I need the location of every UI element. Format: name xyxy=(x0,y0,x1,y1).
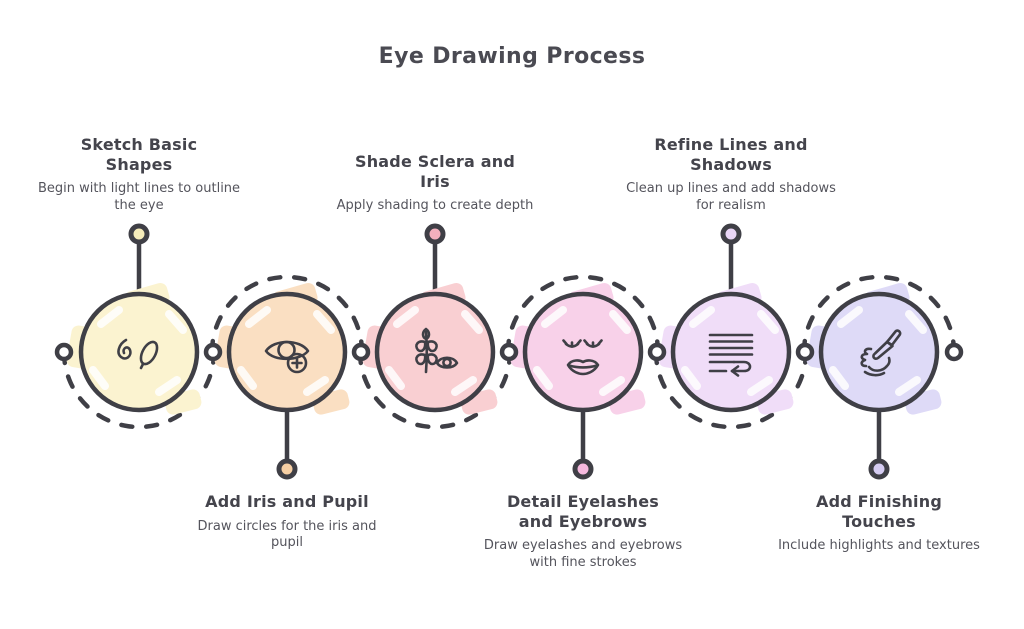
step-title: Shade Sclera and Iris xyxy=(354,152,516,191)
dashed-arc xyxy=(61,349,217,430)
eye-plus-icon xyxy=(264,340,310,374)
step-1-node xyxy=(61,223,217,430)
step-title: Sketch Basic Shapes xyxy=(80,135,198,174)
step-6-label: Add Finishing Touches Include highlights… xyxy=(764,492,994,555)
dashed-arc xyxy=(209,274,365,355)
step-title: Detail Eyelashes and Eyebrows xyxy=(506,492,660,531)
dashed-arc xyxy=(505,274,661,355)
step-4-label: Detail Eyelashes and Eyebrows Draw eyela… xyxy=(468,492,698,572)
junction-ring xyxy=(203,342,223,362)
closed-eyes-lips-icon xyxy=(562,339,603,376)
lines-return-arrow-icon xyxy=(708,333,754,377)
dashed-arc xyxy=(653,349,809,430)
connector-dot xyxy=(720,223,742,245)
highlight-streaks xyxy=(237,306,335,396)
step-5-node xyxy=(653,223,809,430)
step-title: Add Finishing Touches xyxy=(816,492,942,531)
step-6-node xyxy=(801,274,957,480)
highlight-streaks xyxy=(829,306,927,396)
step-4-node xyxy=(505,274,661,480)
dashed-arc xyxy=(801,274,957,355)
page-title: Eye Drawing Process xyxy=(378,44,646,69)
wheat-eye-icon xyxy=(415,327,459,374)
junction-ring xyxy=(351,342,371,362)
step-description: Draw circles for the iris and pupil xyxy=(197,518,377,551)
step-description: Clean up lines and add shadows for reali… xyxy=(626,181,836,214)
junction-ring xyxy=(795,342,815,362)
step-circle xyxy=(374,291,496,413)
connector-dot xyxy=(572,458,594,480)
highlight-streaks xyxy=(681,306,779,396)
step-2-label: Add Iris and Pupil Draw circles for the … xyxy=(172,492,402,552)
connector-dot xyxy=(424,223,446,245)
step-description: Apply shading to create depth xyxy=(336,198,534,214)
step-3-node xyxy=(357,223,513,430)
connector-dot xyxy=(128,223,150,245)
step-description: Begin with light lines to outline the ey… xyxy=(37,181,241,214)
step-circle xyxy=(670,291,792,413)
highlight-streaks xyxy=(89,306,187,396)
highlight-streaks xyxy=(385,306,483,396)
step-circle xyxy=(78,291,200,413)
step-description: Include highlights and textures xyxy=(778,538,980,554)
step-description: Draw eyelashes and eyebrows with fine st… xyxy=(483,538,683,570)
step-2-node xyxy=(209,274,365,480)
step-circle xyxy=(226,291,348,413)
junction-ring xyxy=(499,342,519,362)
brush-icon xyxy=(860,329,902,377)
connector-dot xyxy=(276,458,298,480)
step-5-label: Refine Lines and Shadows Clean up lines … xyxy=(616,135,846,215)
step-title: Refine Lines and Shadows xyxy=(654,135,808,174)
junction-ring xyxy=(944,342,964,362)
highlight-streaks xyxy=(533,306,631,396)
step-circle xyxy=(522,291,644,413)
scribble-icon xyxy=(117,338,159,370)
junction-rings xyxy=(54,342,964,362)
step-title: Add Iris and Pupil xyxy=(205,492,369,511)
connector-dot xyxy=(868,458,890,480)
dashed-arc xyxy=(357,349,513,430)
junction-ring xyxy=(647,342,667,362)
junction-ring xyxy=(54,342,74,362)
step-1-label: Sketch Basic Shapes Begin with light lin… xyxy=(24,135,254,215)
step-circle xyxy=(818,291,940,413)
step-3-label: Shade Sclera and Iris Apply shading to c… xyxy=(320,152,550,215)
